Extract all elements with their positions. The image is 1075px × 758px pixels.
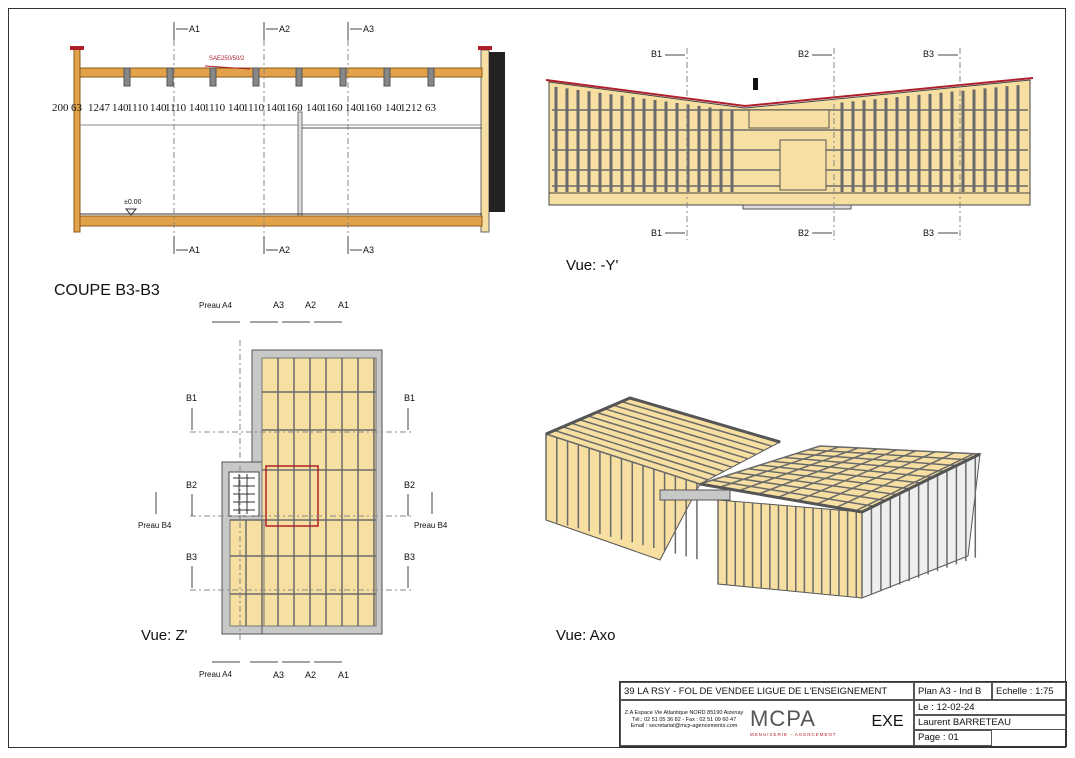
axo-member	[579, 418, 733, 468]
dimension-value: 1212	[400, 102, 422, 114]
axo-member	[855, 453, 974, 512]
marker-b3-bottom: B3	[923, 228, 935, 238]
axo-member	[719, 446, 840, 489]
author: Laurent BARRETEAU	[914, 715, 1066, 730]
axo-member	[738, 447, 859, 492]
axo-member	[570, 422, 725, 473]
marker-b1-bottom: B1	[651, 228, 663, 238]
plan-reference: Plan A3 - Ind B	[914, 682, 992, 700]
marker-b1-top: B1	[651, 49, 663, 59]
axo-title: Vue: Axo	[556, 627, 616, 644]
marker-b2-top: B2	[798, 49, 810, 59]
dimension-value: 1247	[88, 102, 110, 114]
marker-b2-bottom: B2	[798, 228, 810, 238]
dimension-value: 140	[150, 102, 167, 114]
marker-a3-bottom: A3	[363, 245, 375, 255]
marker-a2-top: A2	[279, 24, 291, 34]
plan-marker-b2-left: B2	[186, 480, 198, 490]
page-number: Page : 01	[914, 730, 992, 746]
axo-member	[816, 451, 936, 505]
axo-member	[545, 433, 701, 485]
plan-marker-b3-left: B3	[186, 552, 198, 562]
title-block: 39 LA RSY - FOL DE VENDEE LIGUE DE L'ENS…	[619, 681, 1067, 747]
plan-marker-a1-bottom: A1	[338, 670, 350, 680]
plan-marker-preau-a4-bottom: Preau A4	[199, 670, 232, 679]
axo-member	[758, 448, 878, 495]
plan-marker-b1-right: B1	[404, 393, 416, 403]
axo-member	[835, 452, 955, 509]
plan-marker-b3-right: B3	[404, 552, 416, 562]
marker-b3-top: B3	[923, 49, 935, 59]
dimension-value: 140	[112, 102, 129, 114]
address-line-3: Email : secretariat@mcp-agencements.com	[630, 723, 738, 729]
plan-marker-preau-b4-left: Preau B4	[138, 521, 172, 530]
plan-marker-b1-left: B1	[186, 393, 198, 403]
scale: Echelle : 1:75	[992, 682, 1066, 700]
plan-marker-a2-bottom: A2	[305, 670, 317, 680]
plan-marker-preau-a4-top: Preau A4	[199, 301, 232, 310]
dimension-value: 1110	[127, 102, 149, 114]
section-title: COUPE B3-B3	[54, 282, 160, 299]
dimension-value: 140	[385, 102, 402, 114]
company-subtitle: MENUISERIE - AGENCEMENT	[750, 732, 837, 737]
dimension-value: 140	[266, 102, 283, 114]
marker-a3-top: A3	[363, 24, 375, 34]
dimension-value: 140	[189, 102, 206, 114]
dimension-value: 200	[52, 102, 69, 114]
plan-marker-preau-b4-right: Preau B4	[414, 521, 448, 530]
axo-member	[562, 426, 717, 477]
dimension-value: 1110	[165, 102, 187, 114]
dimension-value: 63	[71, 102, 82, 114]
dimension-value: 1160	[360, 102, 382, 114]
marker-a2-bottom: A2	[279, 245, 291, 255]
axo-member	[699, 445, 821, 485]
plan-marker-a1-top: A1	[338, 300, 350, 310]
status-badge: EXE	[862, 700, 914, 746]
plan-marker-b2-right: B2	[404, 480, 416, 490]
axo-member	[621, 400, 773, 447]
dimension-value: 1160	[321, 102, 343, 114]
axo-member	[587, 415, 741, 464]
company-logo: MCPA MENUISERIE - AGENCEMENT	[747, 700, 862, 746]
axo-member	[796, 450, 917, 502]
marker-a1-bottom: A1	[189, 245, 201, 255]
section-annotation: SAE250/50/2	[209, 56, 245, 62]
dimension-value: 1160	[281, 102, 303, 114]
elevation-title: Vue: -Y'	[566, 257, 619, 274]
issue-date: Le : 12-02-24	[914, 700, 1066, 715]
level-mark: ±0.00	[124, 199, 142, 206]
axo-member	[777, 449, 898, 499]
dimension-value: 140	[306, 102, 323, 114]
marker-a1-top: A1	[189, 24, 201, 34]
dimension-value: 1110	[204, 102, 226, 114]
dimension-value: 140	[345, 102, 362, 114]
axo-member	[596, 411, 749, 460]
company-name: MCPA	[750, 706, 816, 731]
address-line-1: Z.A Espace Vie Atlantique NORD 85190 Aiz…	[624, 710, 744, 716]
axo-member	[604, 408, 757, 456]
axo-member	[554, 429, 709, 481]
address-block: Z.A Espace Vie Atlantique NORD 85190 Aiz…	[620, 700, 747, 746]
plan-marker-a3-top: A3	[273, 300, 285, 310]
plan-marker-a3-bottom: A3	[273, 670, 285, 680]
project-title: 39 LA RSY - FOL DE VENDEE LIGUE DE L'ENS…	[620, 682, 914, 700]
axo-member	[612, 404, 765, 452]
dimension-value: 140	[228, 102, 245, 114]
address-line-2: Tél.: 02 51 05 36 82 - Fax : 02 51 09 60…	[631, 716, 737, 723]
dimension-value: 63	[425, 102, 436, 114]
plan-marker-a2-top: A2	[305, 300, 317, 310]
sheet-border	[8, 8, 1066, 748]
plan-title: Vue: Z'	[141, 627, 188, 644]
dimension-value: 1110	[243, 102, 265, 114]
